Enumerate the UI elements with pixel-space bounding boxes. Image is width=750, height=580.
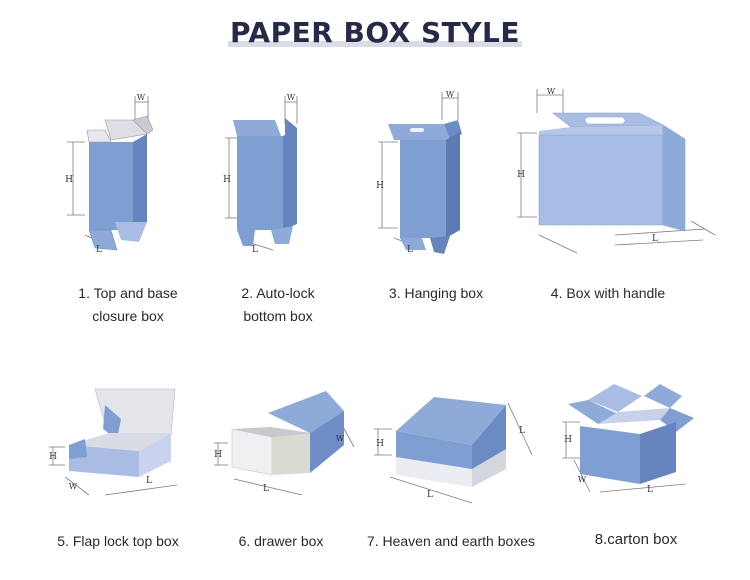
length-label: L bbox=[407, 245, 413, 255]
box-7-illustration: H L L bbox=[372, 385, 537, 505]
box-3-caption-line1: 3. Hanging box bbox=[388, 285, 484, 301]
box-7-caption: 7. Heaven and earth boxes bbox=[356, 530, 546, 553]
box-1-caption-line2: closure box bbox=[92, 308, 164, 324]
box-6-caption-line1: 6. drawer box bbox=[238, 533, 324, 549]
height-label: H bbox=[517, 170, 525, 180]
box-3-illustration: H W L bbox=[370, 90, 480, 260]
box-2-illustration: H W L bbox=[215, 90, 325, 260]
box-4-caption: 4. Box with handle bbox=[528, 282, 688, 305]
width-label: W bbox=[446, 90, 455, 99]
length-label: L bbox=[647, 485, 653, 495]
box-8-caption: 8.carton box bbox=[566, 528, 706, 551]
box-4-illustration: H W L bbox=[515, 85, 725, 260]
box-6-illustration: H W L bbox=[210, 385, 360, 505]
width-label: W bbox=[336, 434, 345, 443]
height-label: H bbox=[376, 439, 384, 449]
length-label: L bbox=[146, 476, 152, 486]
box-1-illustration: H W L bbox=[55, 90, 175, 260]
width-label: W bbox=[137, 93, 146, 102]
box-2-caption: 2. Auto-lock bottom box bbox=[208, 282, 348, 328]
length-label: L bbox=[96, 245, 102, 255]
box-1-caption-line1: 1. Top and base bbox=[78, 285, 178, 301]
height-label: H bbox=[65, 175, 73, 185]
box-3-caption: 3. Hanging box bbox=[366, 282, 506, 305]
length-label: L bbox=[252, 245, 258, 255]
height-label: H bbox=[214, 450, 222, 460]
box-5-illustration: H W L bbox=[45, 385, 195, 505]
box-2-caption-line1: 2. Auto-lock bbox=[241, 285, 315, 301]
length-label-bottom: L bbox=[427, 490, 433, 500]
box-1-caption: 1. Top and base closure box bbox=[58, 282, 198, 328]
box-7-caption-line1: 7. Heaven and earth boxes bbox=[366, 533, 536, 549]
box-6-caption: 6. drawer box bbox=[216, 530, 346, 553]
height-label: H bbox=[49, 452, 57, 462]
width-label: W bbox=[578, 475, 587, 484]
width-label: W bbox=[287, 93, 296, 102]
title-underline-bar bbox=[228, 41, 522, 47]
width-label: W bbox=[547, 87, 556, 96]
height-label: H bbox=[223, 175, 231, 185]
box-5-caption: 5. Flap lock top box bbox=[38, 530, 198, 553]
length-label: L bbox=[652, 234, 658, 244]
title-area: PAPER BOX STYLE bbox=[0, 14, 750, 58]
box-8-caption-line1: 8.carton box bbox=[594, 531, 678, 548]
box-2-caption-line2: bottom box bbox=[243, 308, 313, 324]
box-8-illustration: H W L bbox=[560, 380, 700, 505]
length-label: L bbox=[263, 484, 269, 494]
box-4-caption-line1: 4. Box with handle bbox=[550, 285, 666, 301]
height-label: H bbox=[564, 435, 572, 445]
box-5-caption-line1: 5. Flap lock top box bbox=[57, 533, 179, 549]
page-title: PAPER BOX STYLE bbox=[229, 16, 521, 49]
length-label: L bbox=[519, 426, 525, 436]
width-label: W bbox=[69, 482, 78, 491]
height-label: H bbox=[376, 181, 384, 191]
